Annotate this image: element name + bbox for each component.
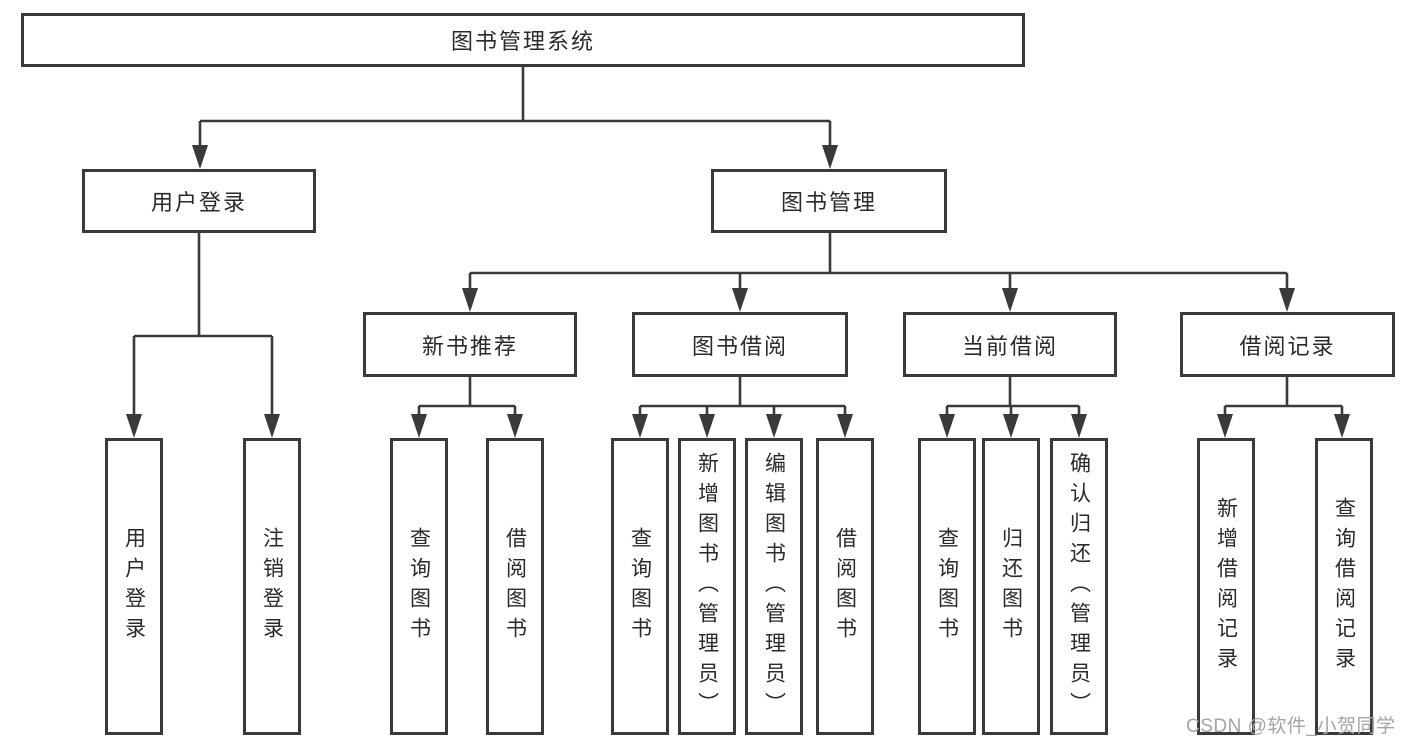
- leaf-query-books-recommend: 查询图书: [390, 438, 448, 735]
- arrow-down-icon: [1071, 414, 1087, 438]
- leaf-query-borrow-record: 查询借阅记录: [1315, 438, 1373, 735]
- leaf-label: 编辑图书（管理员）: [762, 451, 786, 722]
- arrow-down-icon: [939, 414, 955, 438]
- node-label: 图书管理: [780, 190, 877, 215]
- tree-edges: [132, 67, 1344, 420]
- node-label: 图书管理系统: [450, 29, 595, 54]
- leaf-label: 查询图书: [407, 526, 431, 647]
- arrow-down-icon: [837, 414, 853, 438]
- arrow-down-icon: [462, 288, 478, 312]
- node-new-book-recommendation: 新书推荐: [363, 312, 577, 377]
- arrow-down-icon: [1003, 414, 1019, 438]
- leaf-label: 注销登录: [260, 526, 284, 647]
- arrow-down-icon: [1002, 288, 1018, 312]
- leaf-label: 用户登录: [122, 526, 146, 647]
- arrow-down-icon: [822, 145, 838, 169]
- leaf-label: 归还图书: [999, 526, 1023, 647]
- node-label: 图书借阅: [691, 333, 788, 359]
- node-label: 借阅记录: [1239, 333, 1336, 359]
- leaf-label: 借阅图书: [503, 526, 527, 647]
- arrow-down-icon: [699, 414, 715, 438]
- leaf-label: 查询图书: [628, 526, 652, 647]
- leaf-confirm-return-admin: 确认归还（管理员）: [1050, 438, 1108, 735]
- watermark: CSDN @软件_小贺同学: [1186, 716, 1396, 737]
- arrow-down-icon: [1279, 288, 1295, 312]
- leaf-label: 确认归还（管理员）: [1067, 451, 1091, 722]
- node-label: 新书推荐: [421, 333, 518, 359]
- leaf-return-books: 归还图书: [982, 438, 1040, 735]
- leaf-user-login: 用户登录: [105, 438, 163, 735]
- arrow-down-icon: [192, 145, 208, 169]
- node-current-borrowing: 当前借阅: [903, 312, 1117, 377]
- arrow-down-icon: [732, 288, 748, 312]
- leaf-label: 借阅图书: [833, 526, 857, 647]
- arrow-down-icon: [126, 414, 142, 438]
- leaf-add-books-admin: 新增图书（管理员）: [678, 438, 736, 735]
- arrow-down-icon: [507, 414, 523, 438]
- leaf-label: 新增图书（管理员）: [695, 451, 719, 722]
- node-book-borrowing: 图书借阅: [632, 312, 848, 377]
- arrow-down-icon: [766, 414, 782, 438]
- arrow-down-icon: [411, 414, 427, 438]
- leaf-query-books-borrowing: 查询图书: [611, 438, 669, 735]
- node-label: 用户登录: [150, 190, 247, 215]
- leaf-add-borrow-record: 新增借阅记录: [1197, 438, 1255, 735]
- leaf-borrow-books-recommend: 借阅图书: [486, 438, 544, 735]
- arrow-down-icon: [1217, 414, 1233, 438]
- node-book-management-branch: 图书管理: [711, 169, 947, 233]
- leaf-edit-books-admin: 编辑图书（管理员）: [745, 438, 803, 735]
- leaf-label: 查询借阅记录: [1332, 496, 1356, 677]
- leaf-label: 新增借阅记录: [1214, 496, 1238, 677]
- arrowhead-icons: [126, 145, 1350, 438]
- node-borrowing-records: 借阅记录: [1180, 312, 1395, 377]
- leaf-label: 查询图书: [935, 526, 959, 647]
- arrow-down-icon: [632, 414, 648, 438]
- leaf-logout: 注销登录: [243, 438, 301, 735]
- node-user-login-branch: 用户登录: [82, 169, 316, 233]
- arrow-down-icon: [264, 414, 280, 438]
- leaf-query-books-current: 查询图书: [918, 438, 976, 735]
- leaf-borrow-books-borrowing: 借阅图书: [816, 438, 874, 735]
- arrow-down-icon: [1334, 414, 1350, 438]
- node-book-management-system: 图书管理系统: [21, 13, 1025, 67]
- node-label: 当前借阅: [961, 333, 1058, 359]
